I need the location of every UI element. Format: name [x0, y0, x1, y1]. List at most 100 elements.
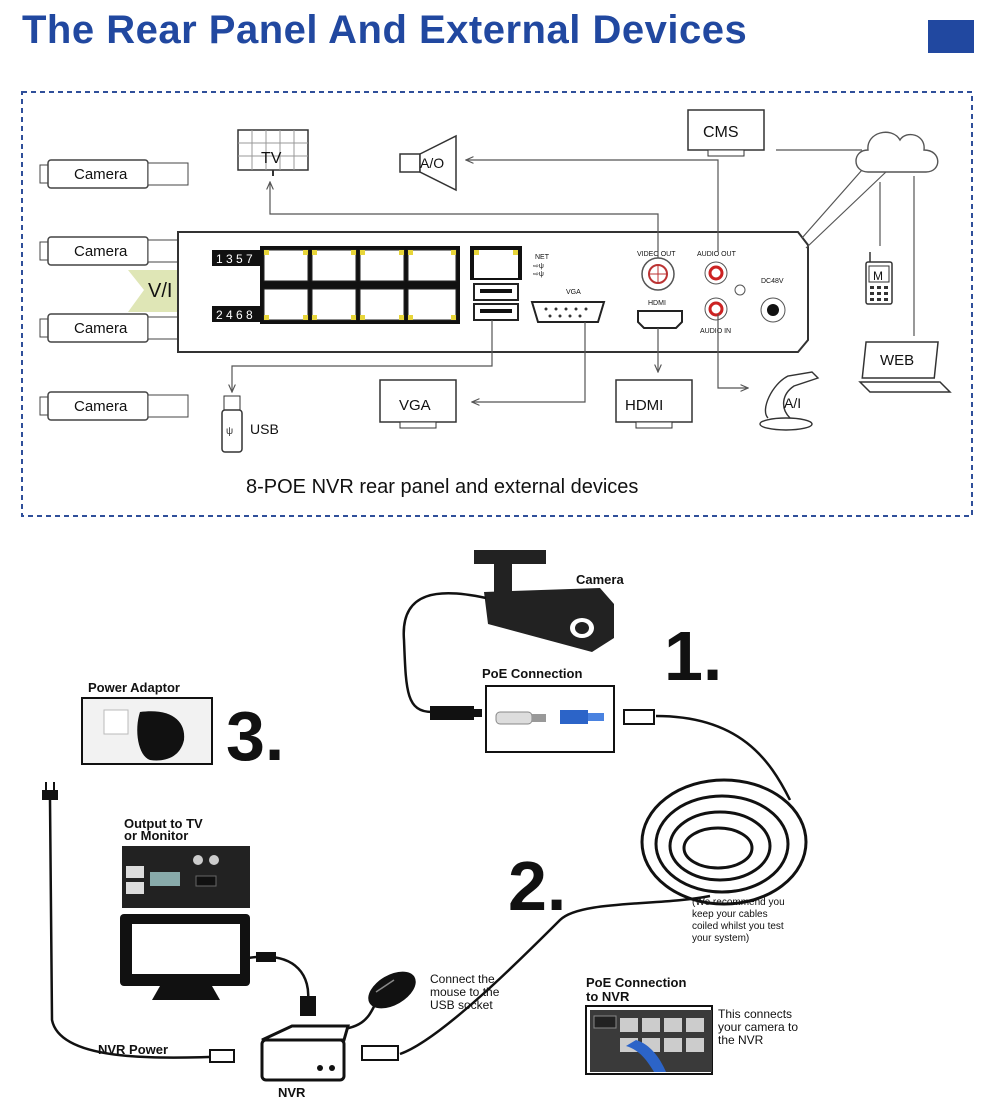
hdmi-monitor-icon: [615, 379, 693, 429]
ao-label: A/O: [420, 155, 444, 171]
cms-label: CMS: [703, 124, 739, 141]
mouse-note-line: USB socket: [430, 998, 493, 1012]
coil-note-line: keep your cables: [692, 909, 768, 920]
port-number-strip: [212, 250, 260, 266]
rear-panel-frame: [21, 91, 973, 517]
net-port: [470, 246, 522, 280]
rj45-plug: [474, 709, 482, 717]
mouse-icon: [368, 971, 416, 1009]
power-plug-icon: [103, 709, 185, 761]
audio-in-port: [704, 297, 728, 321]
step-2-number: 2.: [508, 847, 566, 925]
output-title-line: Output to TV: [124, 816, 203, 831]
vga-port: [530, 301, 606, 323]
poe-port-block: [260, 246, 460, 324]
nvr-power-label: NVR Power: [98, 1042, 168, 1057]
hdmi-port-label: HDMI: [648, 300, 666, 307]
microphone-icon: [759, 371, 820, 431]
tv-monitor-icon: [120, 914, 250, 1000]
audio-out-port: [704, 261, 728, 285]
svg-text:ψ: ψ: [226, 426, 233, 437]
camera-label: Camera: [74, 243, 128, 260]
vga-port-label: VGA: [566, 289, 581, 296]
speaker-icon: [399, 134, 457, 192]
bullet-camera-icon: [474, 550, 614, 652]
connection-lines: [232, 149, 915, 402]
usb-port: [473, 283, 519, 301]
page-title: The Rear Panel And External Devices: [22, 8, 748, 52]
poe-nvr-note-line: the NVR: [718, 1033, 764, 1047]
mouse-note-line: Connect the: [430, 972, 495, 986]
power-plug: [209, 1049, 235, 1063]
dc-power-jack: [760, 297, 786, 323]
poe-connection-title: PoE Connection: [482, 666, 582, 681]
tv-label: TV: [261, 150, 282, 167]
poe-nvr-note-line: your camera to: [718, 1020, 798, 1034]
rj45-plug: [430, 706, 474, 720]
hdmi-plug: [300, 996, 316, 1016]
audio-out-label: AUDIO OUT: [697, 251, 737, 258]
tv-icon: [237, 129, 309, 176]
mouse-note: Connect the mouse to the USB socket: [430, 972, 503, 1012]
video-out-label: VIDEO OUT: [637, 251, 676, 258]
poe-cable-connector-icon: [495, 710, 604, 725]
hdmi-monitor-label: HDMI: [625, 397, 663, 414]
audio-in-label: AUDIO IN: [700, 328, 731, 335]
poe-nvr-note-line: This connects: [718, 1007, 792, 1021]
usb-symbol-icon: ⇨ψ: [533, 271, 544, 278]
power-adaptor-title: Power Adaptor: [88, 680, 180, 695]
title-accent-square: [928, 20, 974, 53]
step-3-number: 3.: [226, 697, 284, 775]
mains-plug-icon: [42, 782, 58, 800]
nvr-box-icon: [260, 1024, 350, 1082]
rj45-plug: [361, 1045, 399, 1061]
hdmi-port: [637, 310, 683, 329]
usb-drive-icon: ψ: [221, 395, 243, 453]
mobile-label: M: [873, 269, 883, 283]
nvr-back-photo: [122, 846, 250, 908]
vga-pins: [544, 307, 588, 318]
cloud-icon: [855, 131, 939, 173]
dc-label: DC48V: [761, 278, 784, 285]
camera-icon: [39, 159, 189, 189]
mouse-note-line: mouse to the: [430, 985, 500, 999]
poe-nvr-title-line: to NVR: [586, 989, 630, 1004]
port-number-strip: [212, 306, 260, 322]
output-title: Output to TV or Monitor: [124, 816, 206, 843]
hdmi-plug: [256, 952, 276, 962]
setup-cables: [48, 592, 808, 1059]
port-numbers-bottom: 2 4 6 8: [216, 308, 253, 322]
coil-note: (We recommend you keep your cables coile…: [692, 897, 787, 944]
ai-label: A/I: [784, 395, 801, 411]
video-out-port: [641, 257, 675, 291]
net-label: NET: [535, 254, 550, 261]
camera-icon: [39, 313, 189, 343]
poe-nvr-title: PoE Connection to NVR: [586, 975, 690, 1004]
port-numbers-top: 1 3 5 7: [216, 252, 253, 266]
vi-label: V/I: [148, 280, 172, 302]
camera-icon: [39, 391, 189, 421]
mobile-phone-icon: [865, 252, 893, 305]
camera-label: Camera: [74, 398, 128, 415]
rj45-plug: [623, 709, 655, 725]
usb-symbol-icon: ⇨ψ: [533, 263, 544, 270]
step-1-number: 1.: [664, 617, 722, 695]
indicator-dot: [734, 284, 746, 296]
camera-label: Camera: [74, 320, 128, 337]
laptop-icon: [858, 341, 952, 393]
poe-nvr-photo: [590, 1010, 712, 1072]
coil-note-line: your system): [692, 933, 749, 944]
camera-label: Camera: [74, 166, 128, 183]
nvr-label: NVR: [278, 1085, 306, 1100]
rear-panel-caption: 8-POE NVR rear panel and external device…: [246, 476, 638, 498]
usb-port: [473, 303, 519, 321]
vga-monitor-icon: [379, 379, 457, 429]
coil-note-line: coiled whilst you test: [692, 921, 784, 932]
poe-nvr-note: This connects your camera to the NVR: [718, 1007, 801, 1047]
camera-title: Camera: [576, 572, 624, 587]
vga-monitor-label: VGA: [399, 397, 431, 414]
coil-note-line: (We recommend you: [692, 897, 785, 908]
web-label: WEB: [880, 352, 914, 369]
usb-label: USB: [250, 421, 279, 437]
